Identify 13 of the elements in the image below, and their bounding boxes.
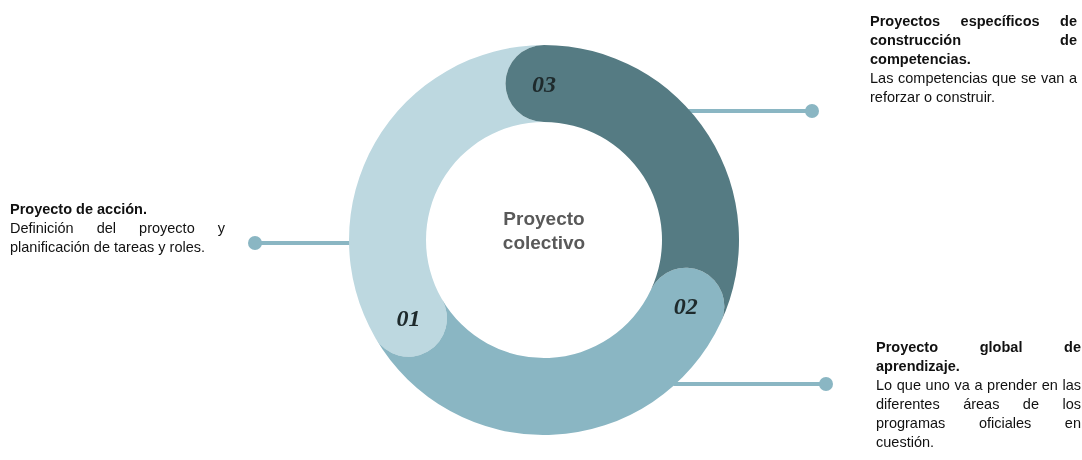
step-number: 03 (532, 70, 556, 97)
card-description: Definición del proyecto y planificación de tareas y roles. (10, 219, 225, 257)
leader-line (248, 236, 351, 250)
card-heading: Proyectos específicos de construcción de competencias. (870, 12, 1077, 69)
card-heading: Proyecto de acción. (10, 200, 148, 219)
step-number: 02 (673, 292, 698, 320)
card-description: Lo que uno va a prender en las diferentes áreas de los programas oficiales en cuestión. (876, 376, 1081, 452)
step-number: 01 (396, 304, 421, 332)
leader-line (688, 104, 819, 118)
card-description: Las competencias que se van a reforzar o construir. (870, 69, 1077, 107)
center-title: Proyecto colectivo (501, 207, 587, 255)
leader-line (673, 377, 833, 391)
card-heading: Proyecto global de aprendizaje. (876, 338, 1081, 376)
